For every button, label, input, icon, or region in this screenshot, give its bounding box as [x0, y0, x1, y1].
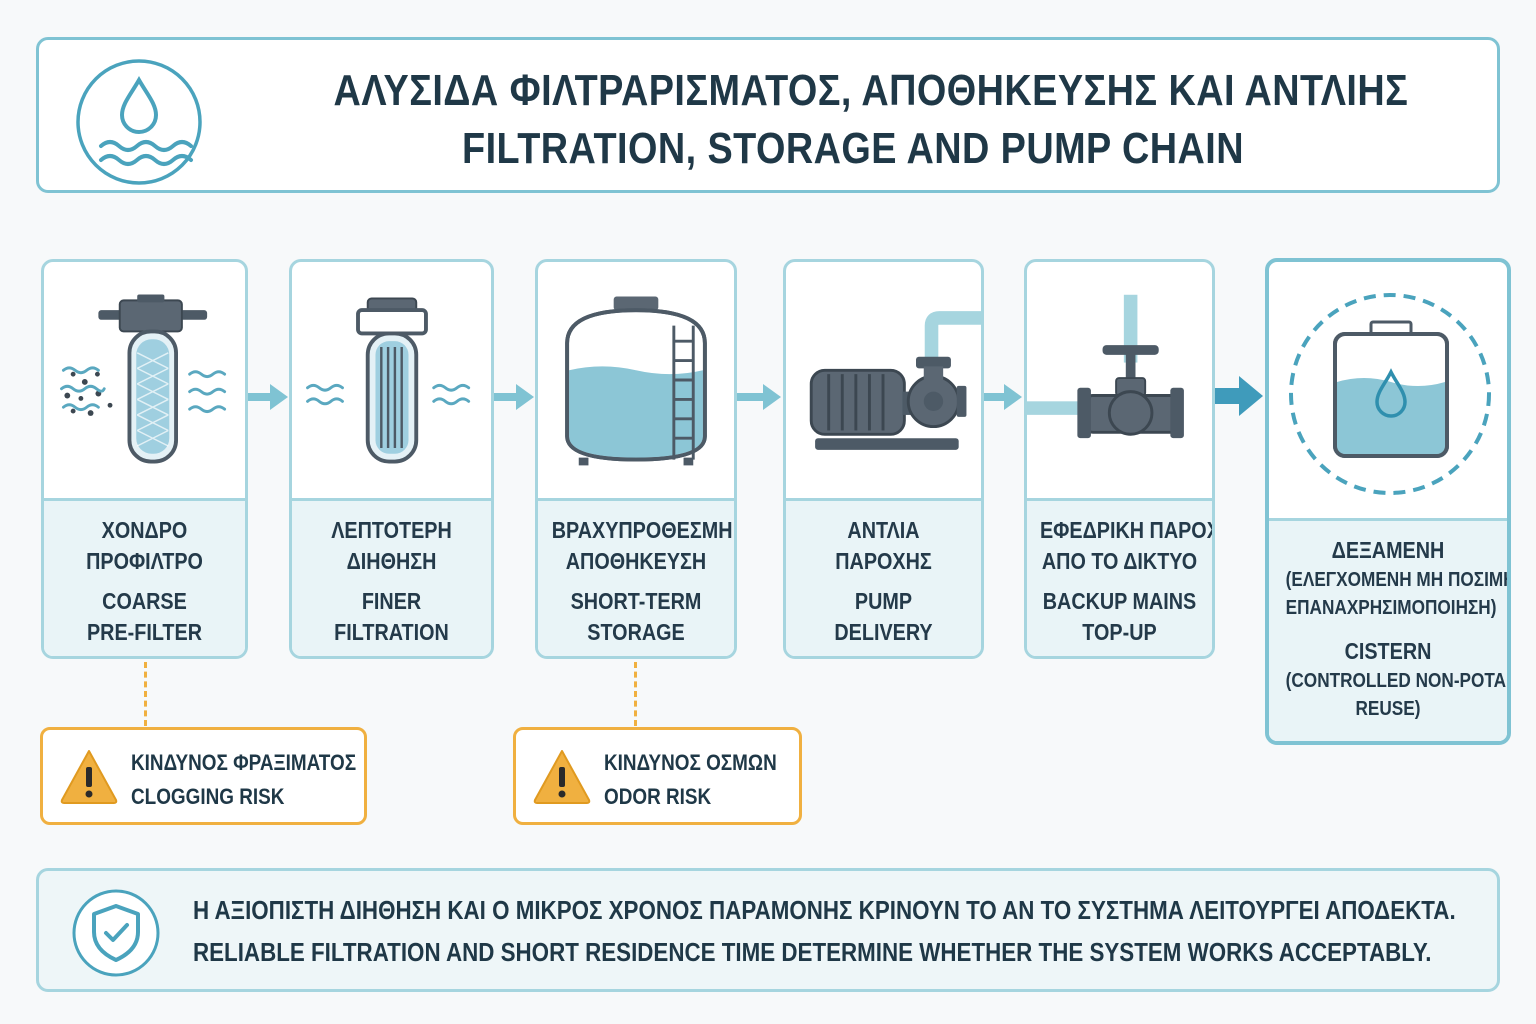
cistern-tank-icon [1289, 293, 1491, 495]
header-banner: ΑΛΥΣΙΔΑ ΦΙΛΤΡΑΡΙΣΜΑΤΟΣ, ΑΠΟΘΗΚΕΥΣΗΣ ΚΑΙ … [36, 37, 1500, 193]
step-label-greek: ΠΡΟΦΙΛΤΡΟ [86, 548, 203, 574]
step-label-greek: ΕΦΕΔΡΙΚΗ ΠΑΡΟΧΗ [1039, 517, 1215, 543]
step-label-greek: ΠΑΡΟΧΗΣ [835, 548, 932, 574]
step-label-greek: ΔΙΗΘΗΣΗ [346, 548, 437, 574]
step-label-greek: ΑΠΟ ΤΟ ΔΙΚΤΥΟ [1041, 548, 1198, 574]
step-label-english: COARSE [102, 588, 187, 614]
risk-connector [144, 662, 147, 726]
cistern-sub-greek: (ΕΛΕΓΧΟΜΕΝΗ ΜΗ ΠΟΣΙΜΗ [1285, 569, 1511, 591]
step-label-english: PRE-FILTER [86, 619, 202, 645]
warning-icon [533, 750, 591, 804]
fine-filter-icon [306, 297, 471, 464]
valve-icon [1027, 294, 1184, 439]
step-label-english: BACKUP MAINS [1042, 588, 1197, 614]
step-label-greek: ΑΝΤΛΙΑ [847, 517, 920, 543]
step-backup-mains: ΕΦΕΔΡΙΚΗ ΠΑΡΟΧΗ ΑΠΟ ΤΟ ΔΙΚΤΥΟ BACKUP MAI… [1024, 259, 1215, 659]
step-label-greek: ΒΡΑΧΥΠΡΟΘΕΣΜΗ [551, 517, 733, 543]
risk-label-english: CLOGGING RISK [131, 784, 285, 809]
step-label-english: PUMP [854, 588, 913, 614]
risk-label-english: ODOR RISK [604, 784, 712, 809]
pump-icon [809, 311, 981, 450]
risk-connector [634, 662, 637, 726]
cistern-sub-english: (CONTROLLED NON-POTABLE [1285, 670, 1507, 692]
step-label-english: STORAGE [587, 619, 685, 645]
title-english: FILTRATION, STORAGE AND PUMP CHAIN [462, 124, 1244, 173]
warning-icon [60, 750, 118, 804]
storage-tank-icon [565, 296, 707, 466]
risk-clogging: ΚΙΝΔΥΝΟΣ ΦΡΑΞΙΜΑΤΟΣ CLOGGING RISK [40, 727, 367, 825]
cistern-label-english: CISTERN [1344, 638, 1432, 664]
cistern-sub-english: REUSE) [1355, 698, 1421, 720]
step-short-term-storage: ΒΡΑΧΥΠΡΟΘΕΣΜΗ ΑΠΟΘΗΚΕΥΣΗ SHORT-TERM STOR… [535, 259, 737, 659]
step-label-greek: ΑΠΟΘΗΚΕΥΣΗ [565, 548, 707, 574]
step-finer-filtration: ΛΕΠΤΟΤΕΡΗ ΔΙΗΘΗΣΗ FINER FILTRATION [289, 259, 494, 659]
cistern-label-greek: ΔΕΞΑΜΕΝΗ [1331, 537, 1445, 563]
water-drop-waves-icon [76, 59, 202, 185]
flow-arrow-icon [248, 384, 288, 410]
flow-arrow-icon [984, 384, 1022, 410]
footer-text-greek: Η ΑΞΙΟΠΙΣΤΗ ΔΙΗΘΗΣΗ ΚΑΙ Ο ΜΙΚΡΟΣ ΧΡΟΝΟΣ … [193, 895, 1456, 925]
footer-text-english: RELIABLE FILTRATION AND SHORT RESIDENCE … [193, 937, 1432, 967]
step-coarse-prefilter: ΧΟΝΔΡΟ ΠΡΟΦΙΛΤΡΟ COARSE PRE-FILTER [41, 259, 248, 659]
risk-label-greek: ΚΙΝΔΥΝΟΣ ΟΣΜΩΝ [604, 750, 777, 775]
step-label-english: FILTRATION [334, 619, 449, 645]
flow-arrow-icon [494, 384, 534, 410]
shield-check-icon [72, 889, 160, 977]
step-pump-delivery: ΑΝΤΛΙΑ ΠΑΡΟΧΗΣ PUMP DELIVERY [783, 259, 984, 659]
footer-note: Η ΑΞΙΟΠΙΣΤΗ ΔΙΗΘΗΣΗ ΚΑΙ Ο ΜΙΚΡΟΣ ΧΡΟΝΟΣ … [36, 868, 1500, 992]
title-greek: ΑΛΥΣΙΔΑ ΦΙΛΤΡΑΡΙΣΜΑΤΟΣ, ΑΠΟΘΗΚΕΥΣΗΣ ΚΑΙ … [333, 66, 1409, 115]
coarse-prefilter-icon [60, 294, 227, 464]
step-label-english: FINER [361, 588, 422, 614]
step-label-greek: ΛΕΠΤΟΤΕΡΗ [331, 517, 452, 543]
risk-label-greek: ΚΙΝΔΥΝΟΣ ΦΡΑΞΙΜΑΤΟΣ [131, 750, 357, 775]
step-label-english: SHORT-TERM [570, 588, 702, 614]
risk-odor: ΚΙΝΔΥΝΟΣ ΟΣΜΩΝ ODOR RISK [513, 727, 802, 825]
flow-arrow-icon [1215, 376, 1263, 416]
flow-arrow-icon [737, 384, 781, 410]
step-label-english: DELIVERY [834, 619, 933, 645]
step-label-english: TOP-UP [1082, 619, 1157, 645]
cistern-sub-greek: ΕΠΑΝΑΧΡΗΣΙΜΟΠΟΙΗΣΗ) [1285, 597, 1497, 619]
step-cistern: ΔΕΞΑΜΕΝΗ (ΕΛΕΓΧΟΜΕΝΗ ΜΗ ΠΟΣΙΜΗ ΕΠΑΝΑΧΡΗΣ… [1265, 258, 1511, 745]
step-label-greek: ΧΟΝΔΡΟ [101, 517, 188, 543]
